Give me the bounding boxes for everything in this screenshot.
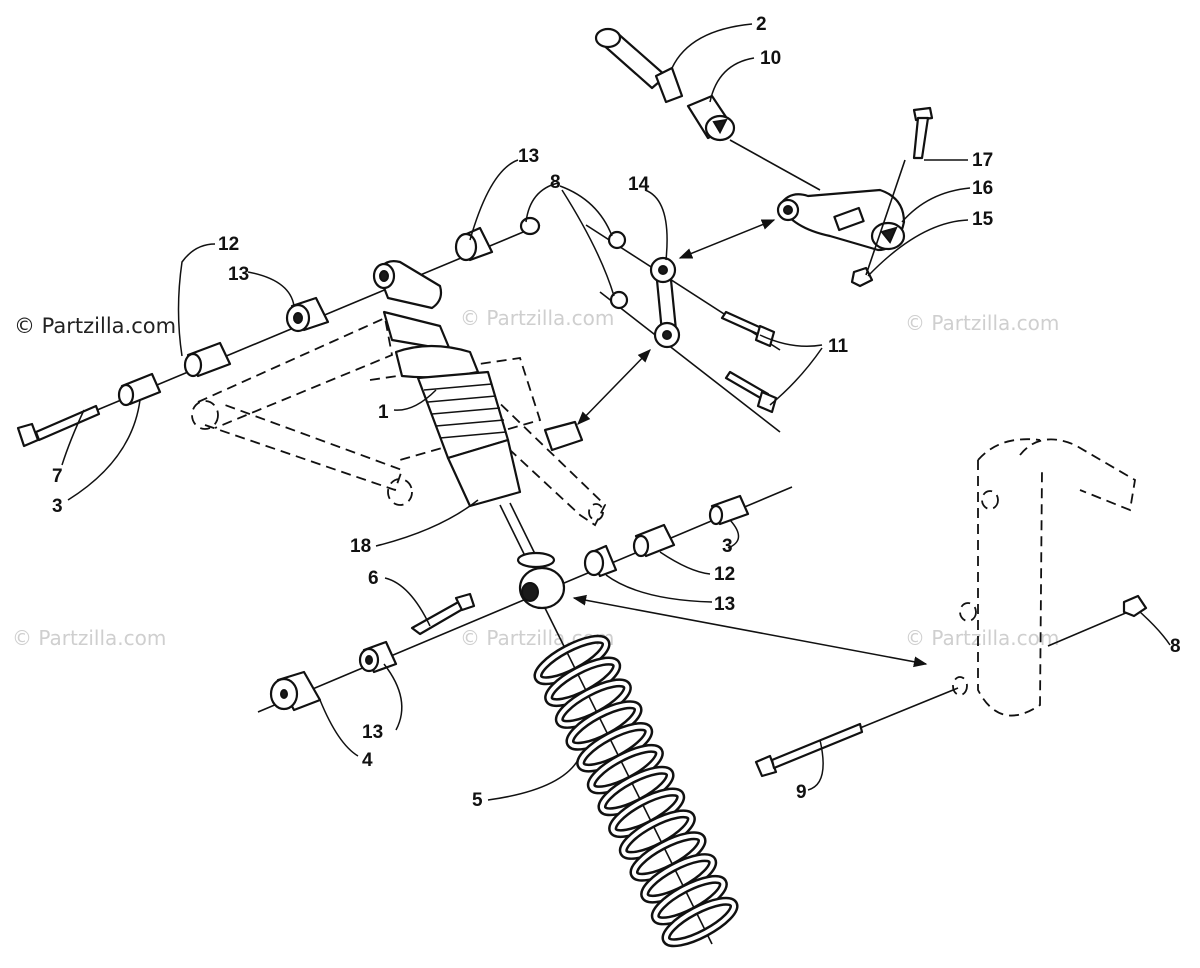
leader-12-lower bbox=[659, 551, 711, 575]
shaft-2 bbox=[594, 27, 684, 104]
callout-13: 13 bbox=[518, 146, 539, 167]
nut-8-upper bbox=[519, 216, 541, 236]
swing-arm-outline bbox=[191, 316, 607, 527]
callout-13: 13 bbox=[362, 722, 383, 743]
upper-bolt-axis bbox=[29, 224, 541, 439]
callout-13: 13 bbox=[714, 594, 735, 615]
callout-11: 11 bbox=[828, 336, 849, 357]
linkage-14 bbox=[585, 224, 781, 433]
leader-18 bbox=[375, 499, 479, 547]
bushing-12-upper bbox=[183, 341, 232, 378]
leader-7 bbox=[61, 409, 85, 466]
shock-absorber-1 bbox=[372, 260, 556, 569]
callout-12: 12 bbox=[714, 564, 735, 585]
callout-3: 3 bbox=[722, 536, 733, 557]
coil-spring-5 bbox=[533, 597, 739, 948]
leader-16 bbox=[901, 187, 971, 223]
leader-13-lower bbox=[383, 663, 403, 731]
right-mount-bracket bbox=[952, 438, 1136, 717]
arrow-linkage-lever bbox=[678, 219, 776, 259]
leader-1 bbox=[393, 389, 437, 411]
callout-4: 4 bbox=[362, 750, 373, 771]
bolt-9 bbox=[754, 687, 959, 778]
callout-13: 13 bbox=[228, 264, 249, 285]
bolt-11-upper bbox=[720, 310, 776, 348]
leader-13-top bbox=[469, 159, 519, 241]
leader-15 bbox=[867, 219, 969, 277]
leader-10 bbox=[709, 57, 755, 103]
bushing-3-upper bbox=[117, 372, 162, 407]
leader-11-a bbox=[759, 334, 823, 347]
watermark: © Partzilla.com bbox=[460, 306, 614, 330]
nut-15 bbox=[850, 266, 874, 288]
bushing-12-lower bbox=[632, 523, 676, 558]
leader-9 bbox=[807, 739, 824, 791]
watermark: © Partzilla.com bbox=[12, 626, 166, 650]
leader-8-to-nut1 bbox=[559, 185, 613, 237]
leader-8-top bbox=[525, 182, 559, 223]
watermark-primary: © Partzilla.com bbox=[14, 314, 176, 338]
callout-16: 16 bbox=[972, 178, 993, 199]
spacer-13-lower-left bbox=[358, 640, 398, 674]
callout-15: 15 bbox=[972, 209, 994, 230]
callout-2: 2 bbox=[756, 14, 767, 35]
lever-arm-16 bbox=[776, 188, 906, 252]
arrow-linkage-bracket bbox=[577, 349, 651, 425]
callout-5: 5 bbox=[472, 790, 483, 811]
callout-8: 8 bbox=[1170, 636, 1181, 657]
leader-6 bbox=[384, 577, 431, 627]
leader-4 bbox=[319, 699, 359, 757]
spring-coil-highlight bbox=[663, 899, 737, 945]
leader-11-b bbox=[769, 347, 823, 406]
leader-8-right bbox=[1139, 611, 1171, 646]
callout-10: 10 bbox=[760, 48, 781, 69]
callout-8: 8 bbox=[550, 172, 561, 193]
callout-3: 3 bbox=[52, 496, 63, 517]
leader-3-right bbox=[727, 519, 740, 549]
watermark: © Partzilla.com bbox=[905, 311, 1059, 335]
callout-1: 1 bbox=[378, 402, 389, 423]
spacer-13-upper-left bbox=[285, 296, 330, 333]
callout-9: 9 bbox=[796, 782, 807, 803]
callout-12: 12 bbox=[218, 234, 239, 255]
watermark: © Partzilla.com bbox=[905, 626, 1059, 650]
bolt-11-lower bbox=[724, 370, 778, 414]
leader-2 bbox=[671, 23, 753, 69]
bolt-7 bbox=[16, 404, 101, 448]
callout-17: 17 bbox=[972, 150, 993, 171]
callout-18: 18 bbox=[350, 536, 371, 557]
bracket-mount bbox=[543, 420, 584, 452]
bushing-3-lower bbox=[708, 494, 750, 526]
shaft-axis bbox=[729, 139, 821, 191]
leader-8-to-nut2 bbox=[561, 189, 615, 297]
leader-13-left bbox=[247, 271, 295, 307]
callout-6: 6 bbox=[368, 568, 379, 589]
lower-eye bbox=[518, 566, 566, 610]
arrow-eye-bracket bbox=[572, 594, 928, 668]
bolt-17 bbox=[912, 106, 934, 160]
nut-8-right bbox=[1122, 594, 1148, 618]
leader-5 bbox=[487, 759, 579, 801]
leader-13-right bbox=[605, 574, 713, 603]
clip-6 bbox=[410, 592, 476, 636]
callout-7: 7 bbox=[52, 466, 63, 487]
spacer-13-upper-right bbox=[454, 226, 494, 262]
leader-14 bbox=[644, 189, 668, 261]
leader-3-left bbox=[67, 399, 141, 501]
bushing-10 bbox=[686, 94, 736, 142]
callout-14: 14 bbox=[628, 174, 650, 195]
spacer-4 bbox=[269, 670, 322, 712]
leader-12-top bbox=[177, 243, 216, 357]
spacer-13-lower-right bbox=[583, 544, 618, 578]
